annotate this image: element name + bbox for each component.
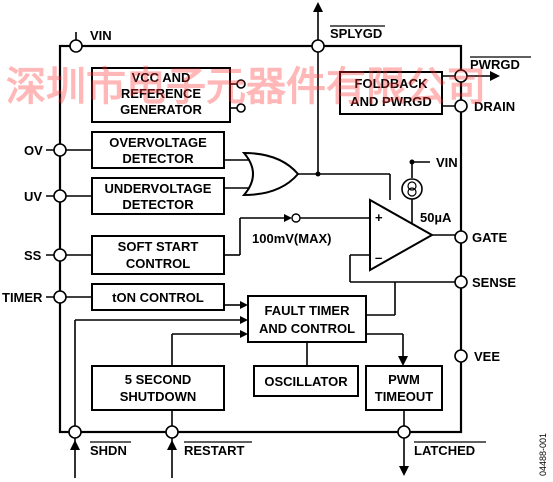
- pin-vee: VEE: [474, 349, 500, 364]
- watermark-text: 深圳市电子元器件有限公司: [6, 64, 486, 110]
- pin-sense: SENSE: [472, 275, 516, 290]
- vcc-reference-block: [91, 67, 231, 123]
- shutdown-line2: SHUTDOWN: [120, 389, 197, 404]
- pin-ov: OV: [24, 143, 43, 158]
- restart-arrow-icon: [167, 440, 177, 450]
- shdn-arrow-icon: [70, 440, 80, 450]
- ov-det-line2: DETECTOR: [122, 151, 194, 166]
- osc-label: OSCILLATOR: [264, 374, 348, 389]
- ton-control-block: [91, 283, 225, 311]
- oscillator-block: [253, 365, 359, 397]
- uv-det-line2: DETECTOR: [122, 197, 194, 212]
- current-label: 50µA: [420, 210, 452, 225]
- vcc-ref-line2: REFERENCE: [121, 86, 202, 101]
- latched-arrow-icon: [399, 466, 409, 476]
- fault-line1: FAULT TIMER: [265, 303, 351, 318]
- or-gate-icon: [241, 151, 300, 197]
- fault-line2: AND CONTROL: [259, 321, 355, 336]
- ov-det-line1: OVERVOLTAGE: [109, 135, 207, 150]
- fold-line1: FOLDBACK: [355, 76, 429, 91]
- pin-vin-top: VIN: [90, 28, 112, 43]
- vin-top-terminal: [69, 39, 83, 53]
- splygd-arrow-icon: [313, 2, 323, 12]
- pin-shdn: SHDN: [90, 443, 127, 458]
- pin-restart: RESTART: [184, 443, 244, 458]
- foldback-pwrgd-block: [339, 71, 443, 115]
- splygd-terminal: [311, 39, 325, 53]
- pin-ss: SS: [24, 248, 42, 263]
- pin-drain: DRAIN: [474, 99, 515, 114]
- soft-line1: SOFT START: [118, 239, 199, 254]
- gate-amplifier-icon: [369, 198, 435, 272]
- shutdown-block: [91, 365, 225, 411]
- pin-uv: UV: [24, 189, 42, 204]
- shutdown-line1: 5 SECOND: [125, 372, 191, 387]
- amp-plus: +: [375, 210, 383, 225]
- amp-minus: –: [375, 250, 382, 265]
- pin-pwrgd: PWRGD: [470, 57, 520, 72]
- fold-line2: AND PWRGD: [350, 94, 432, 109]
- pin-latched: LATCHED: [414, 443, 475, 458]
- pwrgd-arrow-icon: [490, 71, 500, 81]
- pin-splygd: SPLYGD: [330, 26, 382, 41]
- soft-line2: CONTROL: [126, 256, 190, 271]
- pwm-line1: PWM: [388, 372, 420, 387]
- undervoltage-detector-block: [91, 177, 225, 215]
- ref-mv-label: 100mV(MAX): [252, 231, 331, 246]
- vcc-ref-line3: GENERATOR: [120, 102, 202, 117]
- vcc-ref-line1: VCC AND: [132, 70, 191, 85]
- fault-timer-block: [247, 295, 367, 343]
- ton-label: tON CONTROL: [112, 290, 204, 305]
- pin-vin-right: VIN: [436, 155, 458, 170]
- pin-timer: TIMER: [2, 290, 43, 305]
- soft-start-block: [91, 235, 225, 275]
- pwm-line2: TIMEOUT: [375, 389, 434, 404]
- uv-det-line1: UNDERVOLTAGE: [105, 181, 212, 196]
- figure-id: 04488-001: [538, 433, 548, 476]
- pin-gate: GATE: [472, 230, 507, 245]
